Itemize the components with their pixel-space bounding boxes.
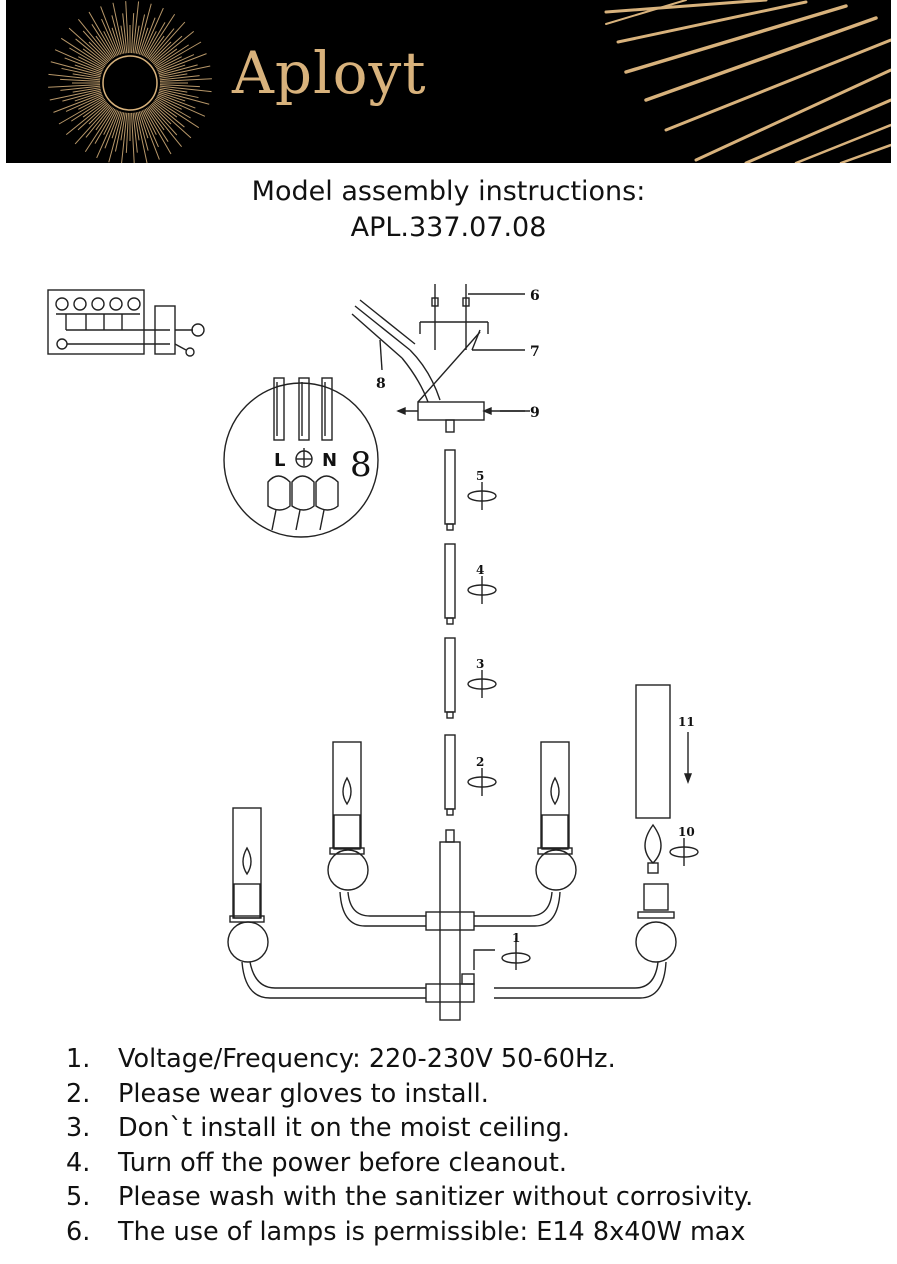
brand-header: Aployt: [6, 0, 891, 163]
callout-7: 7: [530, 344, 540, 360]
brand-name: Aployt: [232, 39, 427, 107]
list-item: 6.The use of lamps is permissible: E14 8…: [66, 1216, 746, 1247]
callout-11: 11: [678, 715, 695, 729]
list-item: 3.Don`t install it on the moist ceiling.: [66, 1113, 571, 1144]
inset-label-live: L: [274, 450, 285, 471]
list-item: 5.Please wash with the sanitizer without…: [66, 1182, 754, 1213]
header-artwork: [48, 0, 891, 163]
callout-2: 2: [476, 755, 484, 769]
ceiling-mount-part: [351, 284, 530, 433]
sunburst-logo-icon: [48, 1, 212, 163]
callout-leaders: [468, 293, 525, 412]
list-item: 4.Turn off the power before cleanout.: [66, 1147, 567, 1178]
rotation-arrow-icons: [467, 482, 699, 970]
title-line: Model assembly instructions:: [251, 176, 646, 207]
lamp-assemblies: [227, 684, 677, 963]
callout-10: 10: [678, 825, 695, 839]
inset-number: 8: [350, 445, 372, 485]
instruction-list: 1.Voltage/Frequency: 220-230V 50-60Hz. 2…: [66, 1042, 753, 1250]
callout-4: 4: [476, 563, 484, 577]
assembly-diagram: L N 8: [47, 284, 699, 1021]
wiring-schematic-icon: [47, 289, 205, 357]
list-item: 2.Please wear gloves to install.: [66, 1078, 489, 1109]
model-number: APL.337.07.08: [350, 212, 547, 243]
inset-label-neutral: N: [322, 450, 337, 471]
callout-8: 8: [376, 376, 386, 392]
chandelier-frame: [241, 829, 667, 1021]
callout-3: 3: [476, 657, 484, 671]
callout-5: 5: [476, 469, 484, 483]
ground-symbol-icon: [295, 448, 313, 468]
gold-streaks-decoration: [604, 0, 891, 163]
list-item: 1.Voltage/Frequency: 220-230V 50-60Hz.: [66, 1044, 616, 1074]
document-title: Model assembly instructions: APL.337.07.…: [0, 174, 897, 246]
callout-1: 1: [512, 931, 520, 945]
wiring-detail-inset: [223, 377, 379, 538]
rod-sections: [444, 449, 456, 816]
callout-6: 6: [530, 288, 540, 304]
callout-9: 9: [530, 405, 540, 421]
